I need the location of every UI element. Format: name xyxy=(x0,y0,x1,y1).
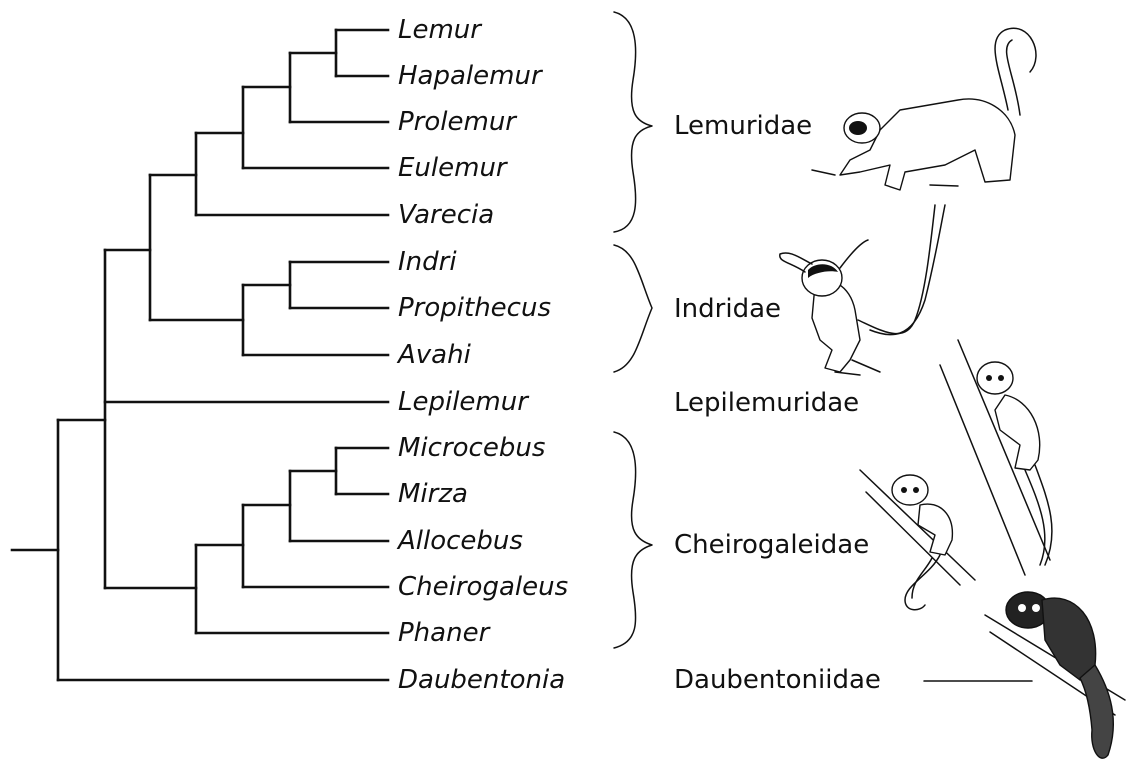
sifaka-drawing xyxy=(780,205,945,375)
taxon-label: Allocebus xyxy=(398,528,523,554)
taxon-label: Avahi xyxy=(398,342,471,368)
taxon-label: Eulemur xyxy=(398,155,507,181)
taxon-label: Daubentonia xyxy=(398,667,565,693)
taxon-label: Prolemur xyxy=(398,109,516,135)
taxon-label: Indri xyxy=(398,249,457,275)
taxon-label: Varecia xyxy=(398,202,494,228)
ring-tailed-lemur-drawing xyxy=(812,28,1036,190)
sportive-lemur-drawing xyxy=(940,340,1052,575)
taxon-label: Hapalemur xyxy=(398,63,542,89)
taxon-label: Cheirogaleus xyxy=(398,574,568,600)
aye-aye-drawing xyxy=(985,592,1125,758)
family-label-daubentoniidae: Daubentoniidae xyxy=(674,667,881,693)
brace-cheirogaleidae xyxy=(614,432,652,648)
family-label-cheirogaleidae: Cheirogaleidae xyxy=(674,532,869,558)
taxon-label: Lepilemur xyxy=(398,389,528,415)
taxon-label: Phaner xyxy=(398,620,489,646)
family-label-indridae: Indridae xyxy=(674,296,781,322)
brace-indridae xyxy=(614,245,652,372)
taxon-label: Mirza xyxy=(398,481,468,507)
mouse-lemur-drawing xyxy=(860,470,975,610)
taxon-label: Lemur xyxy=(398,17,481,43)
family-label-lemuridae: Lemuridae xyxy=(674,113,812,139)
taxon-label: Microcebus xyxy=(398,435,545,461)
brace-lemuridae xyxy=(614,12,652,232)
family-label-lepilemuridae: Lepilemuridae xyxy=(674,390,859,416)
taxon-label: Propithecus xyxy=(398,295,551,321)
